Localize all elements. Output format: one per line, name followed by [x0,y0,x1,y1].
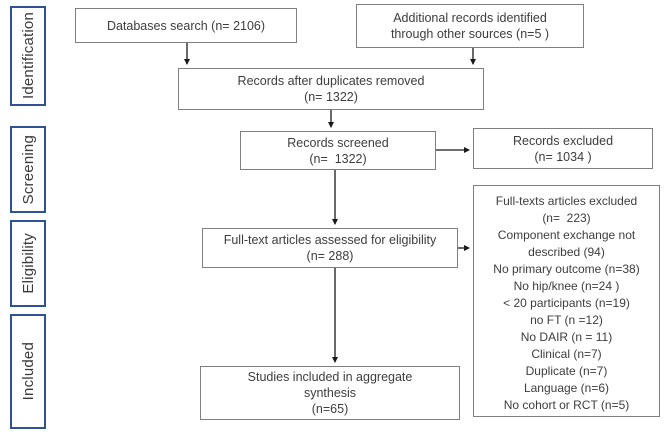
box-additional-records-line1: Additional records identified [393,11,547,25]
box-records-screened: Records screened (n= 1322) [240,131,436,170]
fulltext-excluded-line-5: No primary outcome (n=38) [493,262,640,276]
stage-screening-label: Screening [19,134,37,205]
fulltext-excluded-line-6: No hip/knee (n=24 ) [513,279,620,293]
fulltext-excluded-line-11: Duplicate (n=7) [525,364,608,378]
box-databases-search-text: Databases search (n= 2106) [106,18,266,33]
fulltext-excluded-line-4: described (94) [528,245,605,259]
box-duplicates-removed-line1: Records after duplicates removed [237,74,425,88]
box-additional-records: Additional records identified through ot… [356,4,584,48]
box-fulltext-assessed: Full-text articles assessed for eligibil… [202,228,458,268]
box-studies-included-line3: (n=65) [311,402,349,416]
box-fulltext-excluded: Full-texts articles excluded (n= 223) Co… [473,185,660,417]
box-fulltext-assessed-line2: (n= 288) [306,249,354,263]
fulltext-excluded-line-9: No DAIR (n = 11) [520,330,613,344]
box-records-excluded-line2: (n= 1034 ) [534,149,592,164]
box-records-excluded-line1: Records excluded [512,133,614,148]
stage-identification-label: Identification [19,12,37,100]
box-records-screened-line2: (n= 1322) [309,151,367,166]
box-records-excluded: Records excluded (n= 1034 ) [473,128,653,169]
stage-included-label: Included [19,342,37,401]
box-fulltext-assessed-line1: Full-text articles assessed for eligibil… [223,233,437,247]
box-records-screened-line1: Records screened [287,135,389,150]
box-duplicates-removed: Records after duplicates removed (n= 132… [178,68,484,110]
fulltext-excluded-line-1: Full-texts articles excluded [495,194,638,208]
box-studies-included-line2: synthesis [303,386,357,400]
box-additional-records-line2: through other sources (n=5 ) [390,27,550,41]
fulltext-excluded-line-3: Component exchange not [497,228,636,242]
stage-eligibility: Eligibility [10,220,46,307]
stage-identification: Identification [10,6,46,106]
fulltext-excluded-line-12: Language (n=6) [523,381,610,395]
box-duplicates-removed-line2: (n= 1322) [304,90,358,104]
box-studies-included-line1: Studies included in aggregate [247,370,413,384]
box-studies-included: Studies included in aggregate synthesis … [200,366,460,420]
fulltext-excluded-line-7: < 20 participants (n=19) [503,296,630,310]
fulltext-excluded-line-2: (n= 223) [542,211,591,225]
stage-screening: Screening [10,126,46,213]
fulltext-excluded-line-10: Clinical (n=7) [531,347,602,361]
stage-included: Included [10,314,46,429]
box-databases-search: Databases search (n= 2106) [75,8,297,43]
stage-eligibility-label: Eligibility [19,233,37,294]
fulltext-excluded-line-13: No cohort or RCT (n=5) [503,398,630,412]
fulltext-excluded-line-8: no FT (n =12) [530,313,603,327]
